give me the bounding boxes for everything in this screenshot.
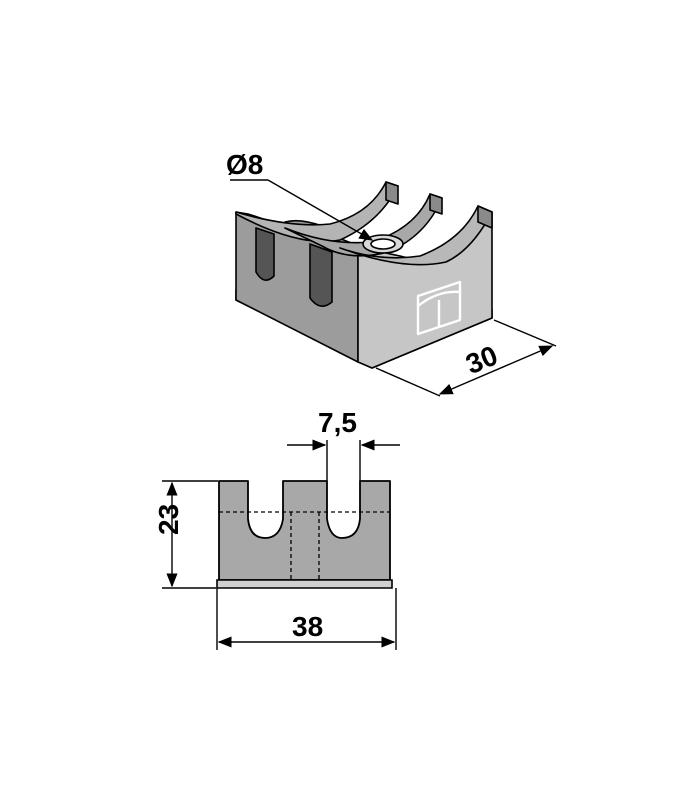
dimension-line: [438, 345, 554, 395]
front-view: [216, 480, 393, 589]
ridge-3: [477, 205, 493, 229]
depth-label: 30: [461, 340, 502, 380]
logo-icon: [416, 280, 462, 336]
bore-hole-inner: [370, 238, 396, 250]
slot-width-dimension: [287, 439, 400, 481]
leader-arrow: [267, 179, 374, 241]
front-view-body: [218, 480, 391, 581]
hidden-lines: [219, 511, 390, 580]
width-label: 38: [292, 611, 323, 642]
ridge-2: [429, 193, 443, 215]
hole-diameter-callout: Ø8: [226, 149, 374, 241]
width-dimension: [216, 588, 397, 650]
ridge-1: [385, 181, 399, 205]
height-dimension: [162, 480, 218, 589]
isometric-view: [235, 181, 493, 369]
front-slot-1: [255, 227, 275, 281]
height-label: 23: [153, 504, 184, 535]
slot-width-label: 7,5: [318, 407, 357, 438]
front-slot-2: [309, 243, 333, 307]
extension-line: [493, 319, 557, 347]
extension-line: [375, 367, 441, 397]
front-view-base: [216, 579, 393, 589]
hole-diameter-label: Ø8: [226, 149, 263, 180]
depth-dimension: [375, 319, 557, 397]
